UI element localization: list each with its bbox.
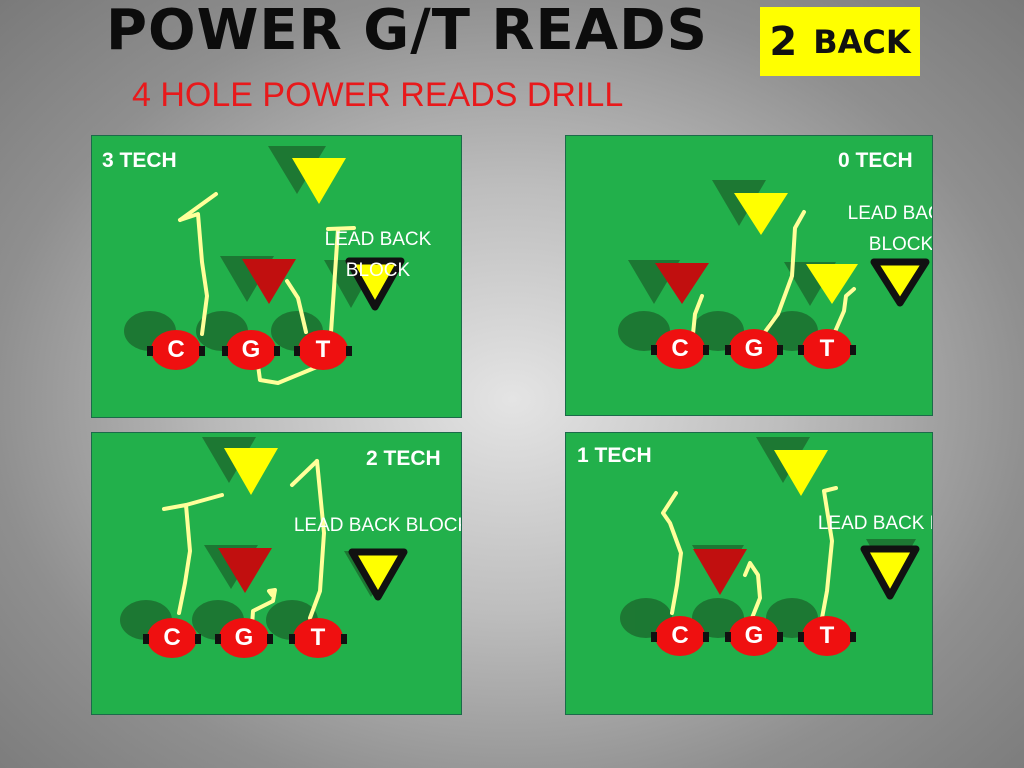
defender-triangle — [774, 450, 828, 496]
lineman-guard: G — [222, 330, 280, 370]
lead-back-block-label: LEAD BACK BLOCK — [293, 515, 462, 536]
defender-triangle — [242, 259, 296, 304]
lineman-tackle: T — [798, 616, 856, 656]
defender-triangle — [218, 548, 272, 593]
panel-title: 0 TECH — [838, 149, 913, 172]
defender-triangle — [693, 549, 747, 595]
player-shadows — [618, 180, 836, 351]
play-diagram — [124, 146, 405, 385]
drill-panel-1-tech: 1 TECH LEAD BACK BLOCK C G T — [565, 432, 933, 715]
lineman-center: C — [651, 329, 709, 369]
lineman-guard: G — [725, 329, 783, 369]
defender-triangle — [292, 158, 346, 204]
page-title: POWER G/T READS — [106, 0, 708, 63]
panel-title: 2 TECH — [366, 447, 441, 470]
panel-title: 1 TECH — [577, 444, 652, 467]
play-diagram — [620, 437, 920, 638]
lineman-center: C — [147, 330, 205, 370]
defender-triangle — [655, 263, 709, 304]
defender-triangle — [224, 448, 278, 495]
lineman-center: C — [143, 618, 201, 658]
read-lines — [661, 486, 838, 625]
lineman-center: C — [651, 616, 709, 656]
lead-back-block-label: LEAD BACK BLOCK — [817, 513, 932, 534]
lineman-guard: G — [215, 618, 273, 658]
read-lines — [178, 192, 356, 385]
lead-block-target-triangle — [860, 545, 920, 600]
page-subtitle: 4 HOLE POWER READS DRILL — [132, 76, 624, 114]
lineman-guard: G — [725, 616, 783, 656]
defender-triangle — [806, 264, 858, 304]
panel-title: 3 TECH — [102, 149, 177, 172]
lineman-tackle: T — [294, 330, 352, 370]
lead-block-target-triangle — [870, 258, 930, 307]
lead-back-block-label: LEAD BACK BLOCK — [324, 229, 432, 281]
badge-word: BACK — [813, 22, 911, 61]
play-diagram — [120, 437, 408, 640]
badge-number: 2 — [769, 18, 798, 65]
lead-block-target-triangle — [348, 548, 408, 601]
read-lines — [162, 459, 326, 628]
drill-panel-3-tech: 3 TECH LEAD BACK BLOCK C G T — [91, 135, 462, 418]
drill-panel-2-tech: 2 TECH LEAD BACK BLOCK C G T — [91, 432, 462, 715]
lead-block-target-triangle — [345, 257, 405, 311]
read-lines — [691, 210, 856, 338]
lead-back-block-label: LEAD BACK BLOCK — [847, 203, 933, 255]
defender-triangle — [734, 193, 788, 235]
play-diagram — [618, 180, 930, 351]
drill-panel-0-tech: 0 TECH LEAD BACK BLOCK C G T — [565, 135, 933, 416]
lineman-tackle: T — [798, 329, 856, 369]
lineman-tackle: T — [289, 618, 347, 658]
formation-badge: 2 BACK — [760, 7, 920, 76]
